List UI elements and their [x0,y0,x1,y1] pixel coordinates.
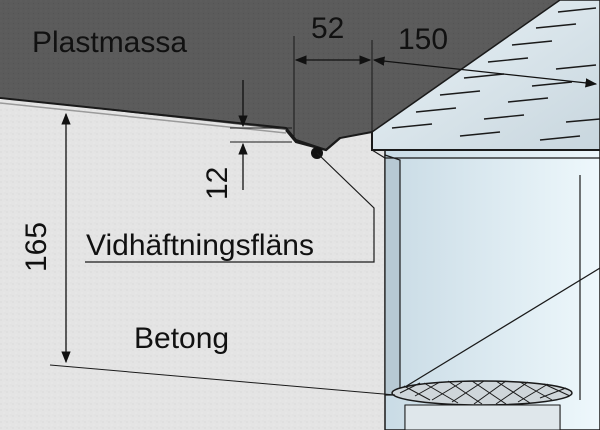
dim-label-150: 150 [398,23,448,56]
channel-wall-near [384,154,401,396]
dim-label-12: 12 [201,167,234,200]
label-betong: Betong [134,322,229,355]
dim-flange-width [293,36,373,140]
channel-back-diagonal [399,267,600,391]
adhesion-flange [285,129,341,152]
grating-rim [371,149,600,159]
dim-grate-width [372,56,598,88]
dim-label-52: 52 [311,12,344,45]
dim-flange-height [230,80,292,190]
dim-label-165: 165 [20,222,53,272]
dim-channel-depth [49,112,396,396]
flange-leader-line [85,152,375,263]
label-plastmassa: Plastmassa [32,26,187,59]
drain-basket [391,380,573,430]
label-vidhaftningsflans: Vidhäftningsfläns [86,229,314,262]
